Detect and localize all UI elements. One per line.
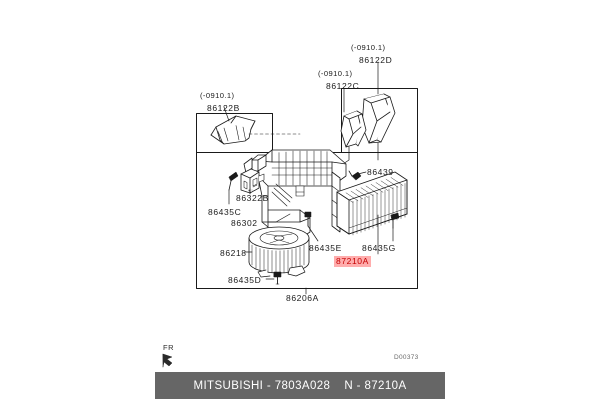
- callout-note-86122b: (-0910.1): [200, 91, 235, 100]
- callout-part-86435g: 86435G: [362, 243, 396, 253]
- callout-part-86218: 86218: [220, 248, 247, 258]
- callout-part-86322b: 86322B: [236, 193, 269, 203]
- callout-part-86435d: 86435D: [228, 275, 262, 285]
- drawing-number: D00373: [394, 354, 419, 361]
- front-direction-arrow-icon: [162, 353, 173, 368]
- screw-86435c: [228, 171, 239, 191]
- footer-brand-part: MITSUBISHI - 7803A028: [193, 379, 331, 392]
- orientation-marker-label: FR: [163, 343, 174, 352]
- callout-part-86439: 86439: [367, 167, 394, 177]
- callout-note-86122c: (-0910.1): [318, 69, 353, 78]
- callout-note-86122d: (-0910.1): [351, 43, 386, 52]
- filter-element-86122c: [340, 110, 367, 148]
- screw-86435e: [304, 211, 312, 227]
- filter-element-86122b: [210, 115, 256, 145]
- callout-part-86122d: 86122D: [359, 55, 393, 65]
- callout-part-86206a: 86206A: [286, 293, 319, 303]
- callout-part-86122c: 86122C: [326, 81, 360, 91]
- leader-86302: [261, 213, 291, 223]
- callout-part-86302: 86302: [231, 218, 258, 228]
- blower-fan-86218: [248, 226, 310, 278]
- filter-element-86122d: [361, 93, 396, 144]
- callout-part-86435e: 86435E: [309, 243, 342, 253]
- screw-86435d: [273, 271, 282, 285]
- footer-part-banner: MITSUBISHI - 7803A028 N - 87210A: [155, 372, 445, 399]
- evaporator-core-87210a: [336, 171, 408, 236]
- pointer-86122b: [223, 106, 230, 122]
- footer-part-text: MITSUBISHI - 7803A028 N - 87210A: [193, 380, 406, 392]
- callout-part-86435c: 86435C: [208, 207, 242, 217]
- footer-secondary-part: N - 87210A: [344, 379, 407, 392]
- leader-86435e: [307, 225, 319, 242]
- blower-resistor-86322b: [240, 168, 265, 194]
- leader-86439: [357, 171, 367, 175]
- callout-part-87210a-highlighted: 87210A: [334, 256, 371, 267]
- callout-part-86122b: 86122B: [207, 103, 240, 113]
- screw-86435g: [390, 212, 400, 229]
